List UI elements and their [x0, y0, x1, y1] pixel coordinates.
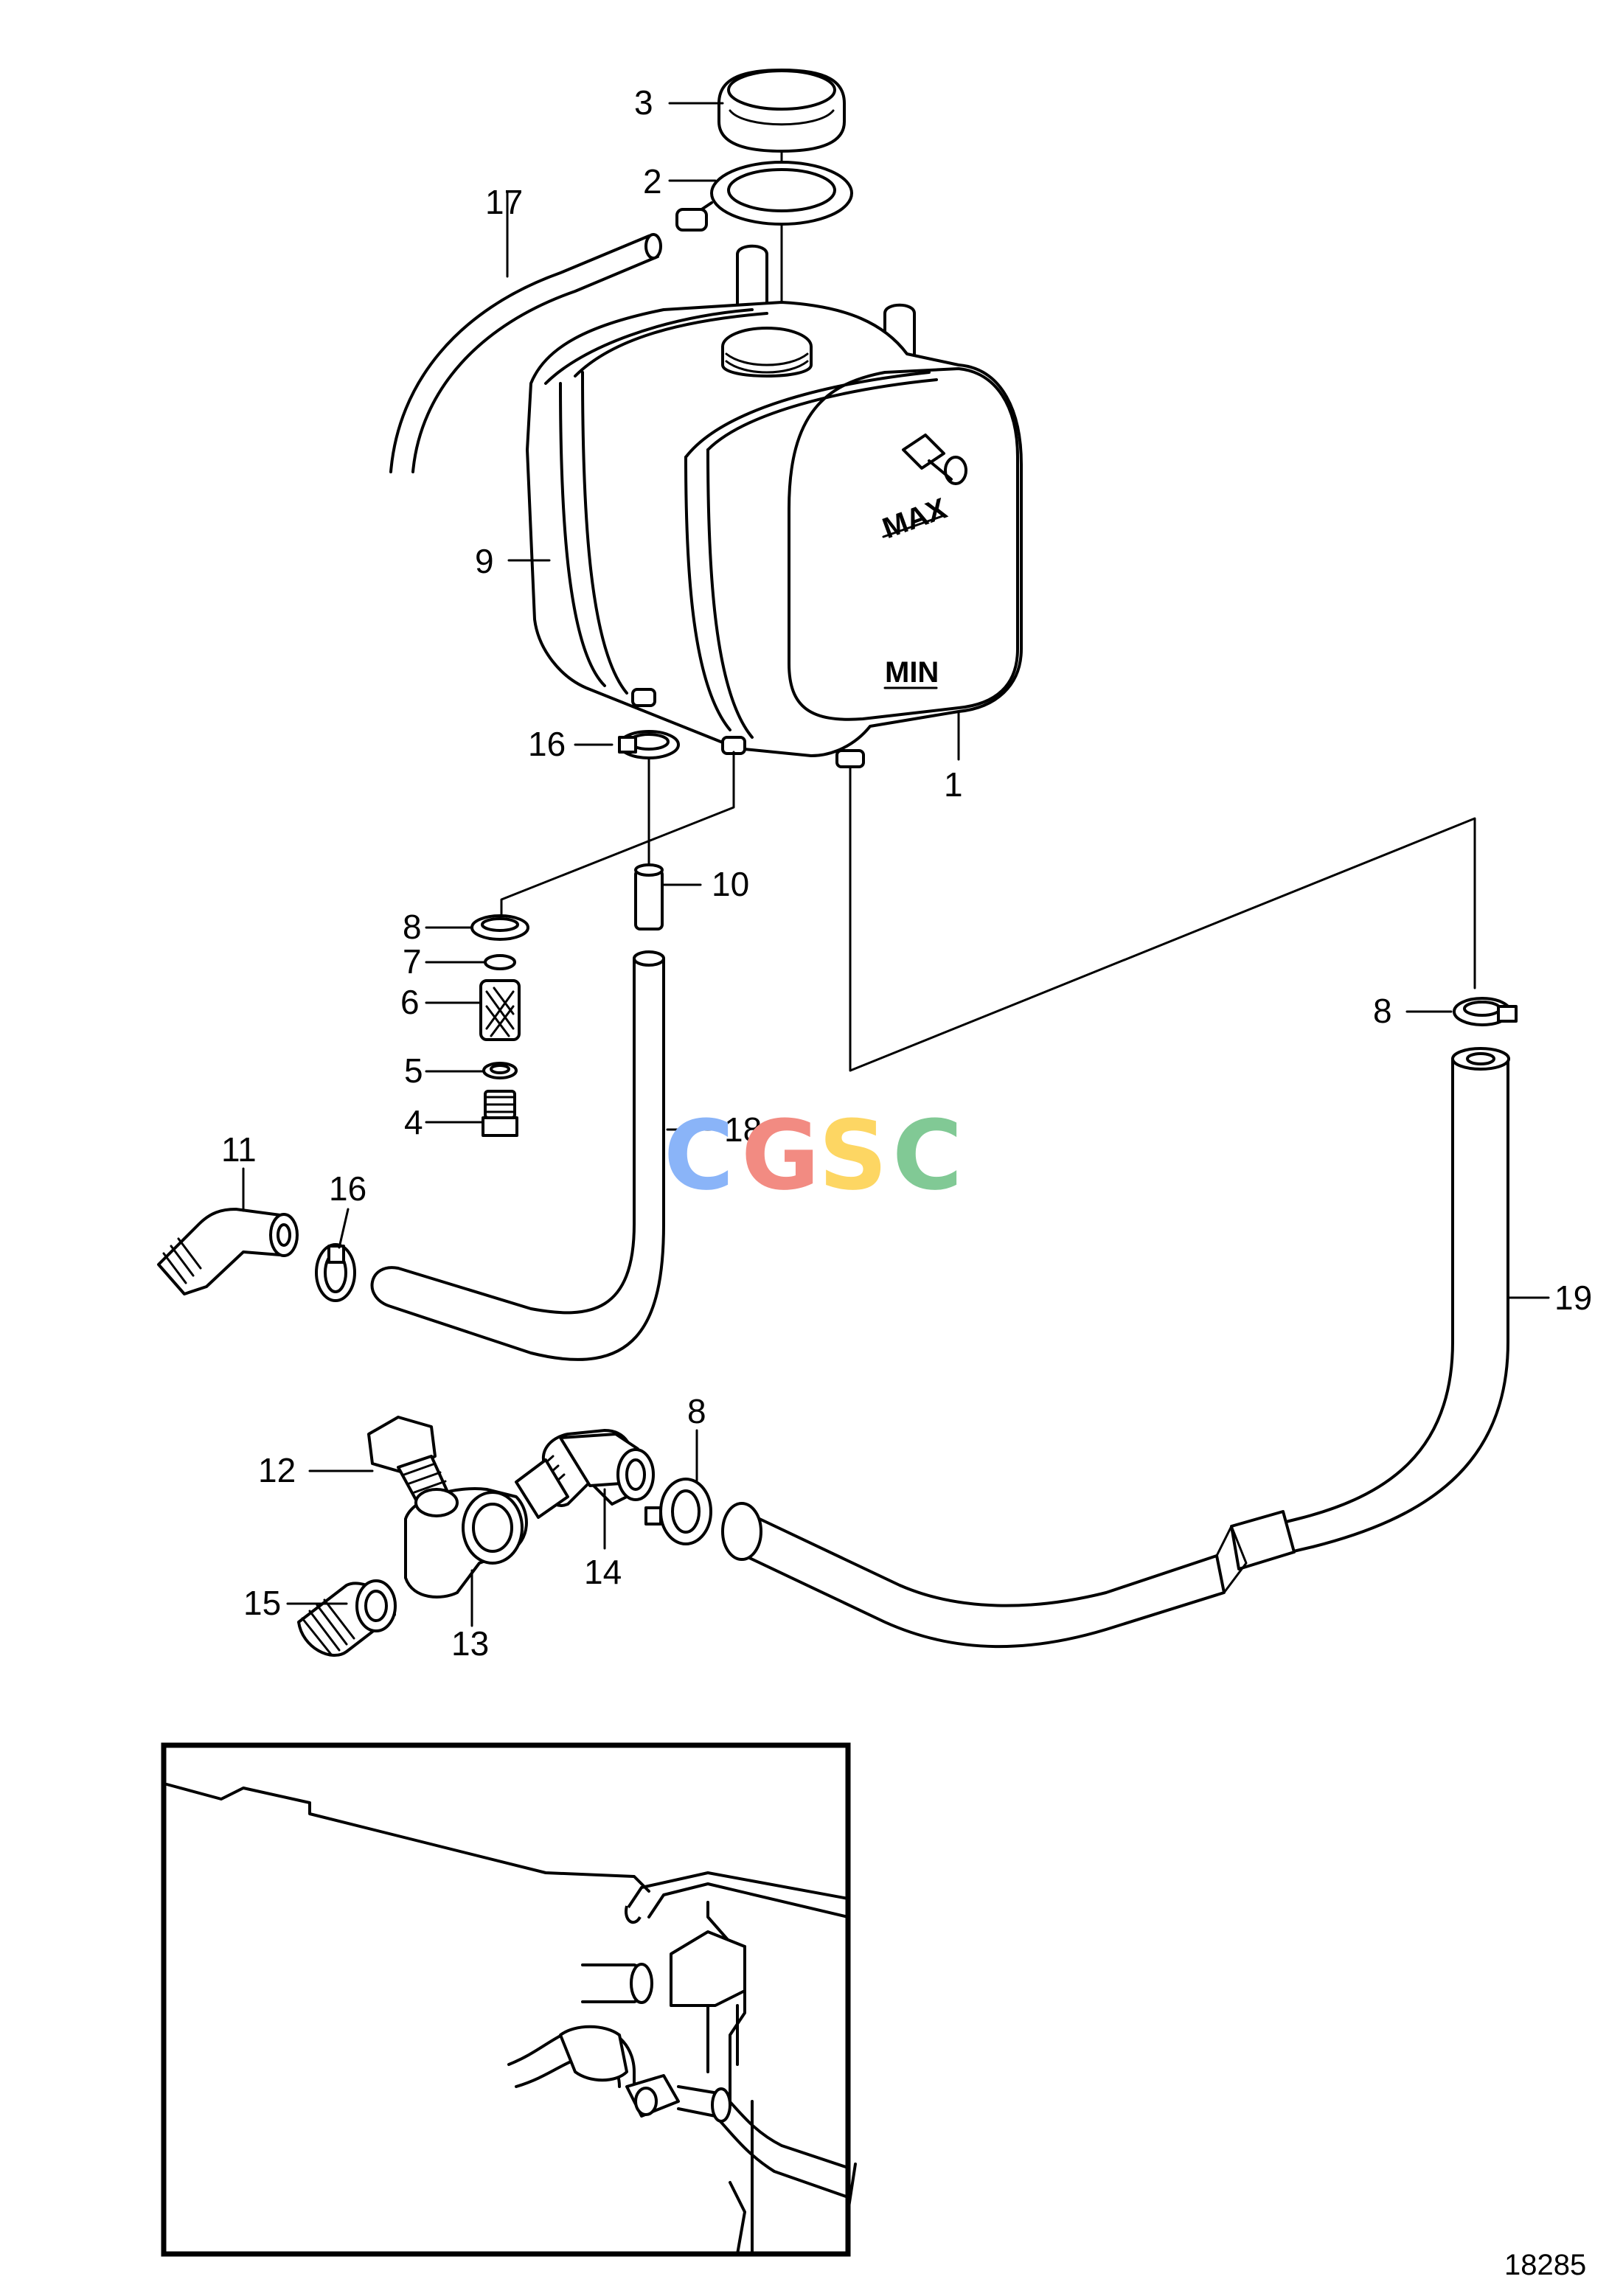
hose-connector-10 — [634, 863, 664, 930]
o-ring-7 — [484, 954, 516, 970]
callout-18: 18 — [724, 1110, 762, 1149]
watermark-letter-1: C — [664, 1099, 734, 1211]
filler-neck-ring-2 — [675, 161, 853, 232]
drain-plug-4 — [482, 1090, 518, 1137]
callout-15: 15 — [243, 1584, 281, 1622]
callout-2: 2 — [643, 162, 662, 201]
callout-5: 5 — [404, 1051, 423, 1090]
leader-16b — [338, 1208, 350, 1249]
expansion-tank-1: MAX MIN — [526, 244, 1023, 768]
callout-16-upper: 16 — [528, 725, 566, 763]
hose-17 — [389, 233, 662, 473]
callout-3: 3 — [634, 83, 653, 122]
hose-18 — [370, 950, 665, 1361]
strainer-6 — [479, 979, 521, 1041]
watermark-letter-4: C — [892, 1099, 962, 1211]
callout-13: 13 — [451, 1624, 489, 1663]
callout-17: 17 — [485, 183, 523, 221]
callout-4: 4 — [404, 1103, 423, 1141]
callout-8-upper: 8 — [403, 908, 422, 946]
callout-11: 11 — [221, 1130, 257, 1169]
watermark: C G S C — [664, 1099, 962, 1211]
filler-cap-3 — [717, 69, 846, 153]
min-mark: MIN — [885, 656, 939, 689]
inset-frame — [161, 1742, 851, 2257]
callout-12: 12 — [258, 1451, 296, 1489]
hose-clamp-8-lower — [644, 1478, 712, 1545]
seal-washer-5 — [482, 1062, 518, 1079]
hose-19 — [721, 1047, 1510, 1649]
callout-1: 1 — [944, 765, 963, 804]
drawing-number: 18285 — [1504, 2249, 1586, 2281]
assembly-line-drain — [500, 751, 735, 923]
watermark-letter-3: S — [819, 1099, 888, 1211]
callout-16-lower: 16 — [329, 1169, 366, 1208]
callout-7: 7 — [403, 942, 422, 981]
hose-clamp-8-upper — [470, 914, 529, 941]
callout-14: 14 — [584, 1553, 622, 1591]
callout-8-right: 8 — [1373, 992, 1392, 1030]
callout-19: 19 — [1554, 1279, 1592, 1317]
installation-inset — [161, 1742, 857, 2257]
hose-nipple-15 — [297, 1579, 397, 1657]
assembly-line-return — [849, 765, 1476, 1072]
hose-clamp-16-lower — [315, 1243, 356, 1302]
callout-6: 6 — [400, 983, 420, 1021]
hose-clamp-16-upper — [618, 730, 680, 759]
callout-10: 10 — [712, 865, 749, 903]
callout-8-lower: 8 — [687, 1392, 706, 1430]
elbow-14 — [515, 1429, 655, 1519]
hose-clamp-8-right — [1453, 997, 1518, 1026]
callout-9: 9 — [475, 542, 494, 580]
tee-fitting-13 — [404, 1487, 528, 1598]
elbow-11 — [157, 1208, 299, 1295]
watermark-letter-2: G — [741, 1099, 820, 1211]
